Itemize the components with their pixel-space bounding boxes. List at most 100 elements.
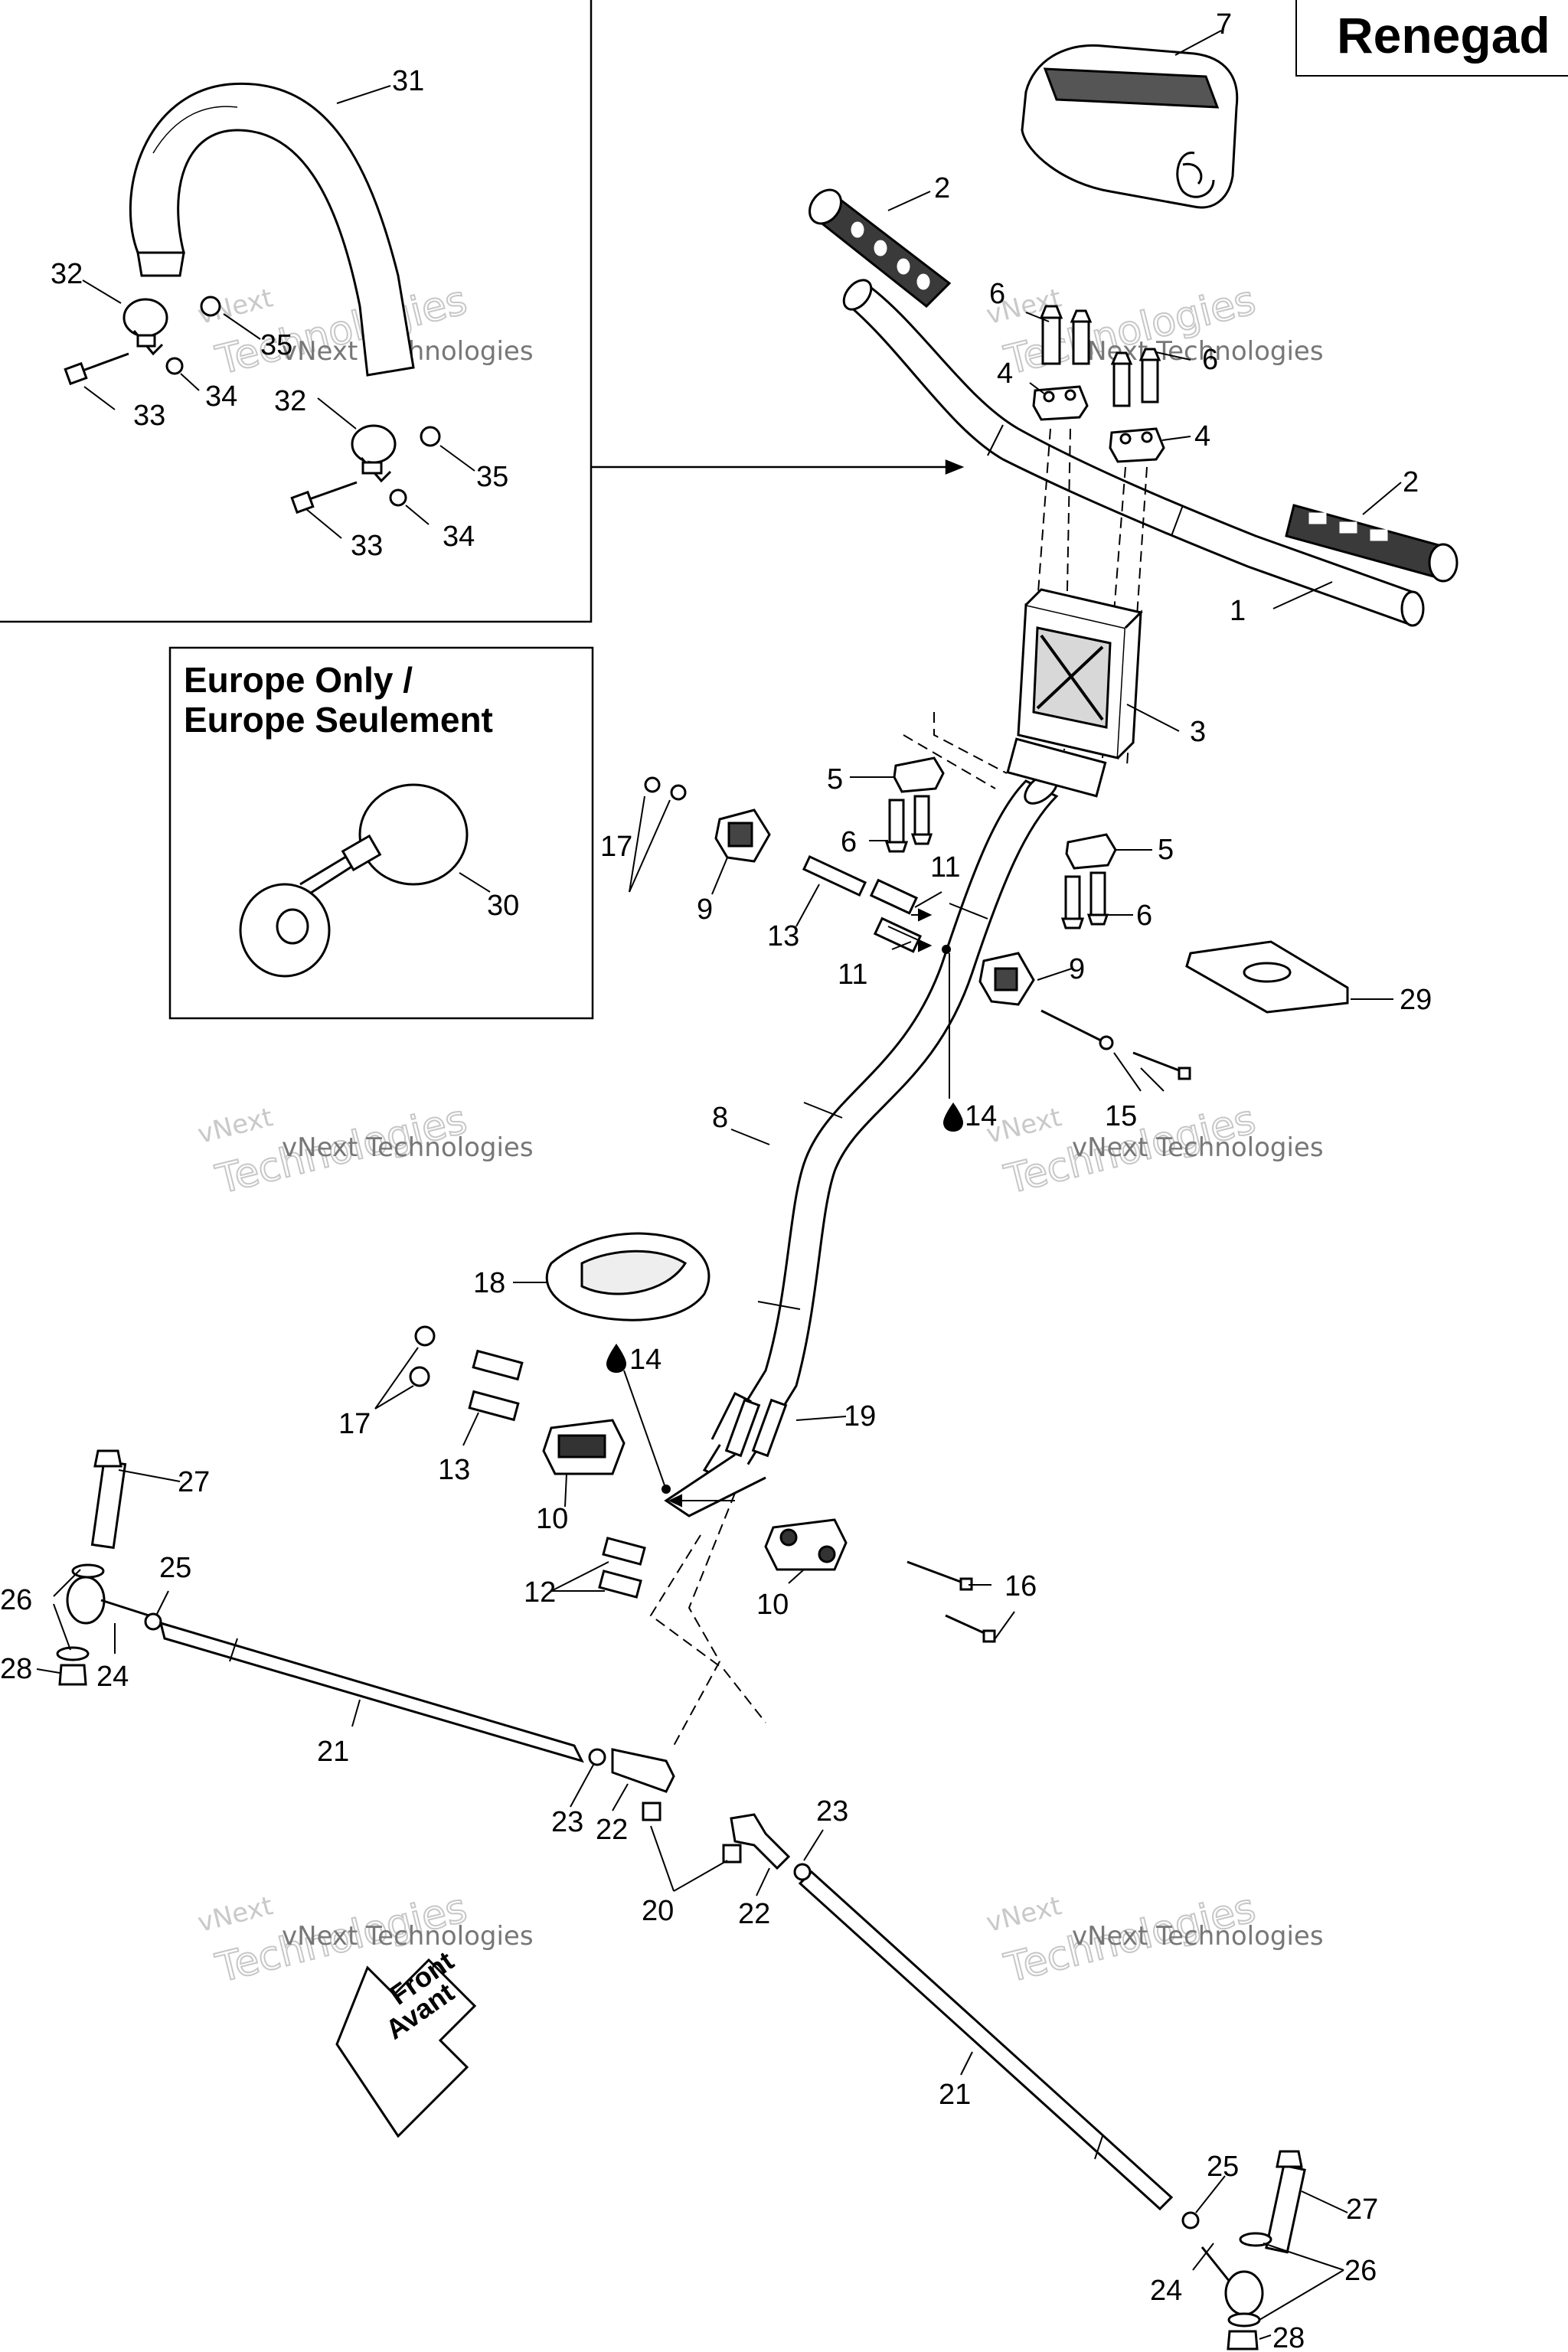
europe-title-line2: Europe Seulement xyxy=(184,700,493,740)
part-19-bolts xyxy=(724,1398,788,1458)
callout-33: 33 xyxy=(351,530,383,562)
callout-23: 23 xyxy=(551,1806,583,1838)
part-5-clamp-lower-right xyxy=(1065,833,1117,870)
callout-6: 6 xyxy=(1202,344,1218,376)
part-32-clamp-lower xyxy=(351,424,397,483)
part-4-clamp-upper-left xyxy=(1032,385,1089,421)
callout-8: 8 xyxy=(712,1102,728,1134)
part-32-clamp-upper xyxy=(122,298,168,356)
callout-10: 10 xyxy=(536,1503,568,1535)
part-30-horn xyxy=(239,783,491,978)
callout-34: 34 xyxy=(205,381,237,413)
hoop-inset-frame xyxy=(0,0,965,623)
callout-34: 34 xyxy=(443,521,475,553)
model-title: Renegad xyxy=(1337,7,1550,64)
callout-6: 6 xyxy=(841,826,857,858)
part-2-grip-left xyxy=(808,188,952,309)
hoop-leaders xyxy=(82,85,475,539)
callout-17: 17 xyxy=(338,1408,371,1440)
callout-19: 19 xyxy=(844,1400,876,1432)
callout-33: 33 xyxy=(133,400,165,432)
part-34-nut-upper xyxy=(165,357,184,375)
callout-5: 5 xyxy=(1158,834,1174,866)
callout-31: 31 xyxy=(392,65,424,97)
svg-text:vNext Technologies: vNext Technologies xyxy=(282,1132,534,1163)
europe-inset-title: Europe Only / Europe Seulement xyxy=(184,660,493,740)
part-31-hoop xyxy=(129,82,415,377)
part-1-handlebar xyxy=(842,279,1425,627)
part-18-boot xyxy=(545,1232,710,1321)
callout-24: 24 xyxy=(96,1661,129,1693)
callout-20: 20 xyxy=(642,1895,674,1927)
callout-7: 7 xyxy=(1216,8,1232,41)
callout-10: 10 xyxy=(756,1589,789,1621)
callout-23: 23 xyxy=(816,1795,848,1828)
part-2-grip-right xyxy=(1285,504,1459,583)
part-16-bolts xyxy=(906,1560,996,1643)
callout-26: 26 xyxy=(0,1584,32,1616)
part-35-nut-lower xyxy=(420,426,441,447)
part-3-riser xyxy=(1017,588,1143,760)
svg-text:vNext Technologies: vNext Technologies xyxy=(282,1921,534,1952)
callout-35: 35 xyxy=(260,329,292,361)
part-35-nut-upper xyxy=(200,296,221,317)
callout-14: 14 xyxy=(965,1100,997,1132)
lubricant-drop-icon xyxy=(943,1102,963,1132)
part-10-bushing-lower-left xyxy=(542,1419,626,1475)
callout-9: 9 xyxy=(1069,953,1085,985)
callout-18: 18 xyxy=(473,1267,505,1299)
callout-11: 11 xyxy=(930,851,960,884)
part-9-bushing-upper-right xyxy=(978,952,1035,1006)
callout-6: 6 xyxy=(989,278,1005,310)
part-9-bushing-upper-left xyxy=(714,808,771,863)
callout-14: 14 xyxy=(629,1344,662,1376)
tie-rod-end-left xyxy=(56,1449,162,1686)
callout-labels: 31 32 35 34 33 32 35 34 33 30 7 2 2 1 3 … xyxy=(0,8,1432,2352)
svg-text:vNext Technologies: vNext Technologies xyxy=(1072,336,1324,367)
part-34-nut-lower xyxy=(389,488,407,507)
part-6-bolts-upper xyxy=(1039,305,1161,407)
svg-text:vNext: vNext xyxy=(983,1890,1064,1939)
part-5-clamp-lower-left xyxy=(893,756,945,793)
part-11-bushings-upper xyxy=(869,878,923,953)
callout-27: 27 xyxy=(178,1466,210,1498)
callout-17: 17 xyxy=(600,831,632,863)
callout-12: 12 xyxy=(524,1576,556,1609)
callout-29: 29 xyxy=(1400,984,1432,1016)
part-29-plate xyxy=(1185,940,1349,1014)
rod-end-centre-right xyxy=(722,1813,812,1881)
front-arrow: Front Avant xyxy=(335,1945,477,2138)
europe-inset-frame xyxy=(168,646,594,1020)
callout-27: 27 xyxy=(1346,2194,1378,2226)
callout-13: 13 xyxy=(767,920,799,952)
callout-4: 4 xyxy=(997,358,1013,390)
model-title-box: Renegad xyxy=(1295,0,1568,77)
callout-22: 22 xyxy=(738,1898,770,1930)
svg-text:vNext: vNext xyxy=(194,1102,276,1150)
callout-25: 25 xyxy=(1207,2151,1239,2183)
callout-11: 11 xyxy=(838,959,867,991)
part-33-bolt-lower xyxy=(290,481,358,514)
callout-2: 2 xyxy=(1403,466,1419,498)
part-12-bushings-lower xyxy=(598,1537,646,1599)
callout-4: 4 xyxy=(1194,420,1210,452)
callout-13: 13 xyxy=(438,1454,470,1486)
svg-text:vNext: vNext xyxy=(194,1890,276,1939)
svg-text:vNext Technologies: vNext Technologies xyxy=(1072,1921,1324,1952)
lubrication-point xyxy=(942,945,951,954)
part-6-bolts-lower xyxy=(884,795,1109,929)
callout-6: 6 xyxy=(1136,900,1152,932)
svg-text:vNext Technologies: vNext Technologies xyxy=(1072,1132,1324,1163)
lubricant-drop-icon xyxy=(606,1344,626,1373)
lubrication-point xyxy=(662,1485,671,1494)
callout-21: 21 xyxy=(317,1736,349,1768)
part-17-nuts-lower xyxy=(409,1325,436,1387)
part-17-nuts-upper xyxy=(644,776,687,801)
callout-35: 35 xyxy=(476,461,508,493)
callout-1: 1 xyxy=(1230,595,1246,627)
callout-24: 24 xyxy=(1150,2275,1182,2307)
callout-2: 2 xyxy=(934,172,950,204)
callout-9: 9 xyxy=(697,893,713,926)
part-7-handlebar-pad xyxy=(1021,44,1239,209)
